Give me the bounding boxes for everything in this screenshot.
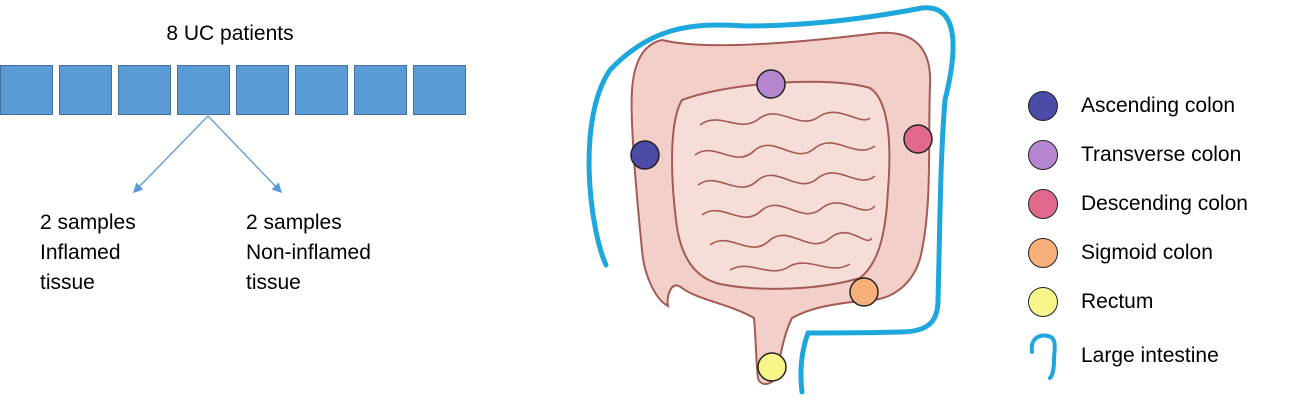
patient-box [118,65,171,115]
patient-box [59,65,112,115]
legend-swatch [1028,189,1058,219]
rectum-marker [757,352,787,382]
non-inflamed-sample-label: 2 samples Non-inflamed tissue [246,211,371,294]
large-intestine-outline [586,5,956,395]
intestine-illustration [586,5,956,395]
small-intestine-folds [694,111,876,272]
legend-swatch [1028,238,1058,268]
legend-label: Descending colon [1081,192,1248,215]
legend-item-transverse-colon: Transverse colon [1028,139,1241,171]
patient-box [413,65,466,115]
patient-box [0,65,53,115]
small-intestine [671,80,891,290]
legend-label: Transverse colon [1081,143,1242,166]
inflamed-sample-label: 2 samples Inflamed tissue [40,211,136,294]
split-arrows [132,115,283,194]
sigmoid-colon-marker [849,277,879,307]
ascending-colon-marker [630,140,660,170]
arrow-to-inflamed [132,115,209,194]
patient-box [354,65,407,115]
legend-swatch [1028,287,1058,317]
legend-swatch [1028,140,1058,170]
legend-label: Rectum [1081,290,1154,313]
patient-box [295,65,348,115]
transverse-colon-marker [756,69,786,99]
legend-label: Ascending colon [1081,94,1236,117]
curved-line-icon [1029,333,1057,380]
patient-box [177,65,230,115]
legend-item-sigmoid-colon: Sigmoid colon [1028,237,1213,269]
arrow-to-non-inflamed [207,115,283,194]
legend-label: Sigmoid colon [1081,241,1213,264]
study-title: 8 UC patients [166,22,294,45]
descending-colon-marker [903,124,933,154]
legend-item-ascending-colon: Ascending colon [1028,90,1235,122]
legend-item-rectum: Rectum [1028,286,1153,318]
patient-box [236,65,289,115]
legend-item-descending-colon: Descending colon [1028,188,1248,220]
legend-label: Large intestine [1081,344,1219,367]
legend-swatch [1028,91,1058,121]
patient-row [0,65,466,115]
legend-item-large-intestine: Large intestine [1028,333,1219,380]
